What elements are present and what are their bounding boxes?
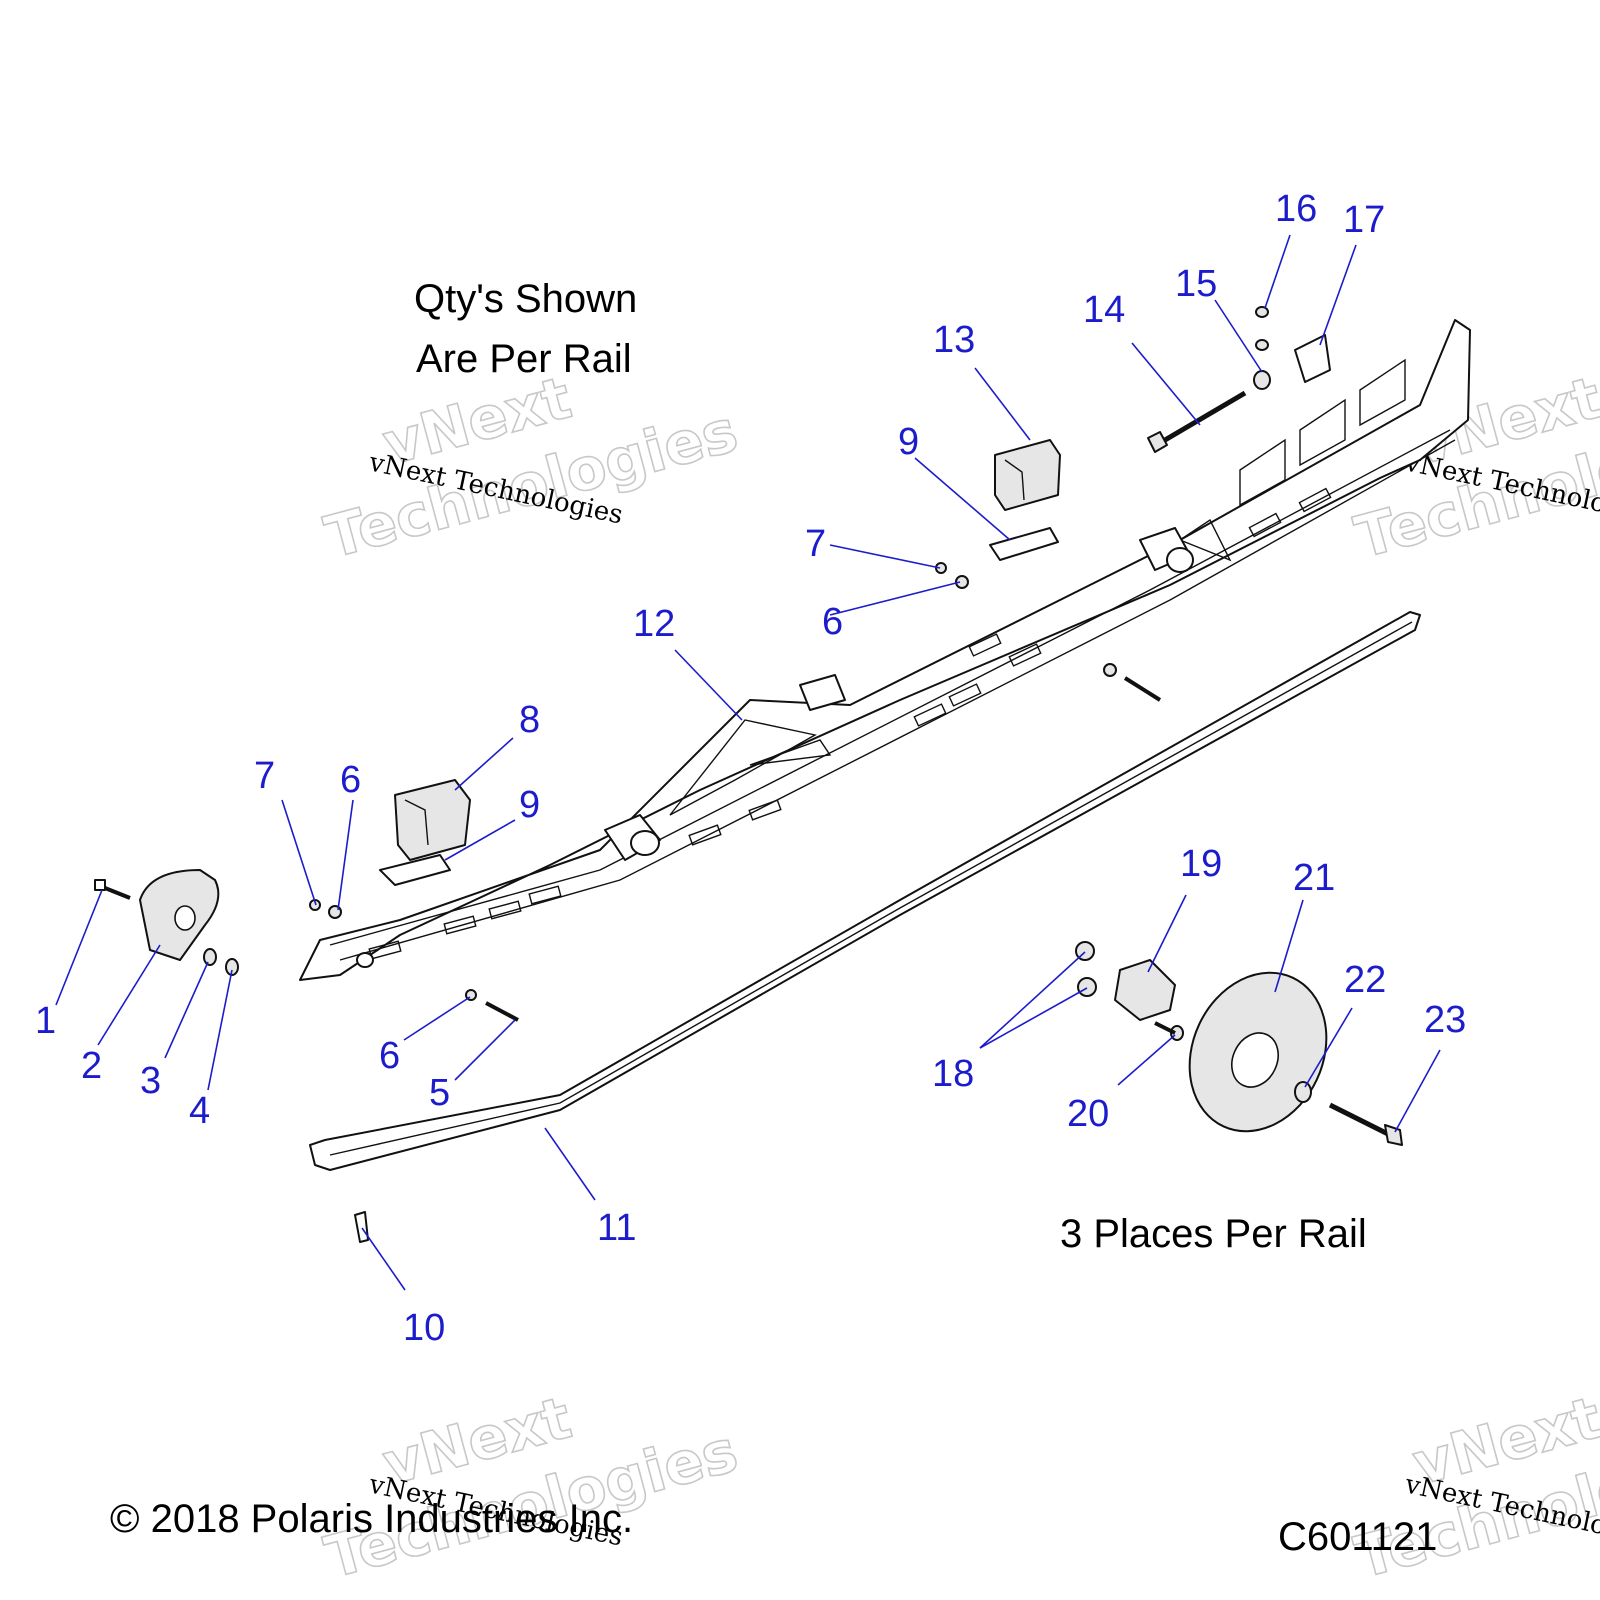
copyright-text: © 2018 Polaris Industries Inc.	[110, 1497, 633, 1541]
watermark-group: vNext Technologies vNext Technologies vN…	[317, 363, 1600, 1593]
callout-18: 18	[932, 1053, 974, 1095]
callout-9: 9	[519, 784, 540, 826]
callout-9: 9	[898, 421, 919, 463]
callout-8: 8	[519, 699, 540, 741]
callout-14: 14	[1083, 289, 1125, 331]
idler-wheel-assembly	[1075, 941, 1403, 1146]
qty-note-line2: Are Per Rail	[416, 337, 632, 381]
callout-20: 20	[1067, 1093, 1109, 1135]
callout-3: 3	[140, 1060, 161, 1102]
callout-5: 5	[429, 1072, 450, 1114]
places-note: 3 Places Per Rail	[1060, 1212, 1367, 1256]
callout-10: 10	[403, 1307, 445, 1349]
rear-hardware	[1147, 306, 1331, 453]
callout-7: 7	[805, 523, 826, 565]
front-cap-assembly	[94, 869, 239, 976]
callout-13: 13	[933, 319, 975, 361]
callout-6: 6	[822, 601, 843, 643]
callout-23: 23	[1424, 999, 1466, 1041]
callout-labels: 1 2 3 4 5 6 6 6 7 7 8 9 9 10 11 12 13 14…	[35, 188, 1466, 1349]
callout-6: 6	[379, 1035, 400, 1077]
callout-19: 19	[1180, 843, 1222, 885]
callout-11: 11	[597, 1207, 636, 1249]
callout-15: 15	[1175, 263, 1217, 305]
callout-21: 21	[1293, 857, 1335, 899]
callout-2: 2	[81, 1045, 102, 1087]
callout-1: 1	[35, 1000, 56, 1042]
wear-blocks	[379, 439, 1061, 886]
rail-frame	[299, 319, 1471, 981]
small-hardware	[309, 562, 1162, 1243]
callout-4: 4	[189, 1090, 210, 1132]
qty-note-line1: Qty's Shown	[414, 277, 637, 321]
callout-16: 16	[1275, 188, 1317, 230]
callout-22: 22	[1344, 959, 1386, 1001]
callout-12: 12	[633, 603, 675, 645]
slide	[309, 611, 1421, 1171]
callout-6: 6	[340, 759, 361, 801]
leader-lines	[55, 234, 1441, 1291]
callout-17: 17	[1343, 199, 1385, 241]
callout-7: 7	[254, 755, 275, 797]
drawing-number: C601121	[1278, 1515, 1437, 1559]
